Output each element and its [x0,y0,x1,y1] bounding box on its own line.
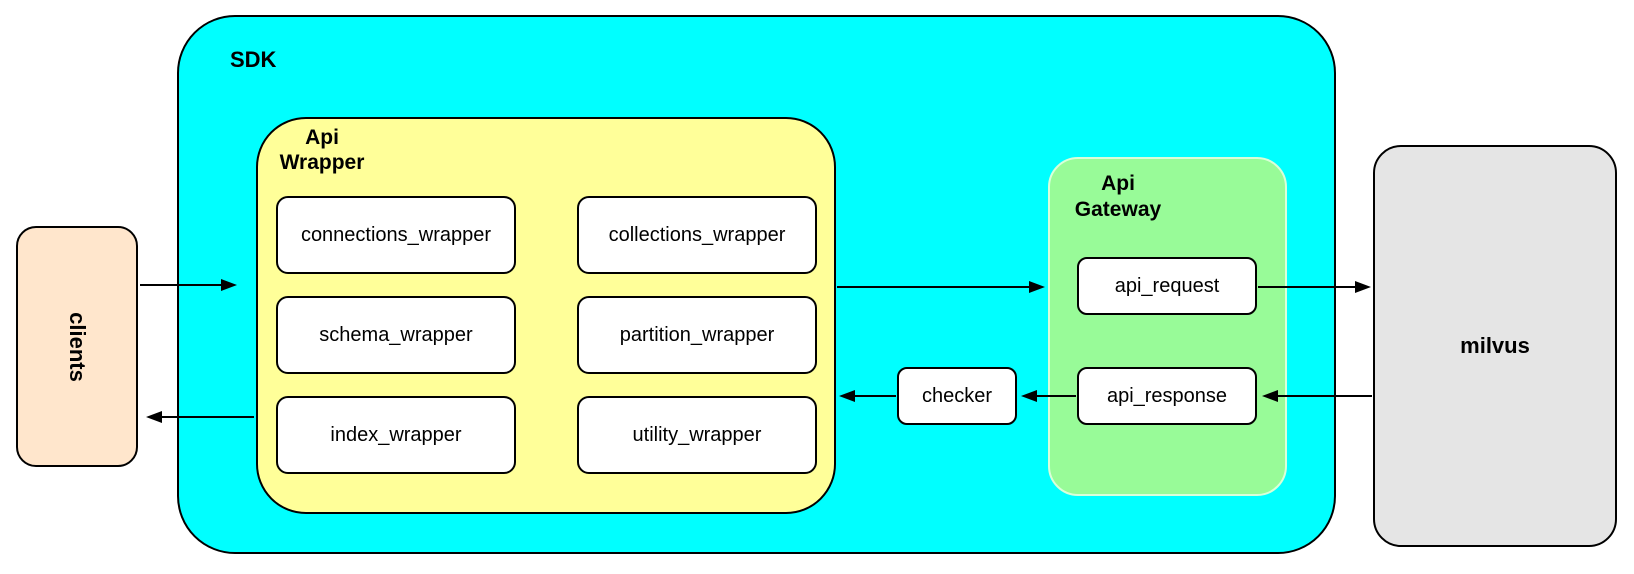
utility-wrapper-node: utility_wrapper [577,396,817,474]
checker-label: checker [921,384,993,407]
api-wrapper-label-line2: Wrapper [279,151,365,174]
milvus-label: milvus [1460,333,1530,358]
collections-wrapper-node: collections_wrapper [577,196,817,274]
clients-node: clients [16,226,138,467]
connections-wrapper-label: connections_wrapper [300,223,492,246]
api-gateway-label-line1: Api [1101,172,1135,195]
api-wrapper-container: Api Wrapper connections_wrapper collecti… [256,117,836,514]
index-wrapper-node: index_wrapper [276,396,516,474]
utility-wrapper-label: utility_wrapper [632,423,762,446]
sdk-container: SDK Api Wrapper connections_wrapper coll… [177,15,1336,554]
api-wrapper-label: Api Wrapper [266,125,378,175]
api-gateway-label: Api Gateway [1060,171,1176,223]
partition-wrapper-node: partition_wrapper [577,296,817,374]
connections-wrapper-node: connections_wrapper [276,196,516,274]
partition-wrapper-label: partition_wrapper [619,323,775,346]
schema-wrapper-label: schema_wrapper [319,323,473,346]
clients-label: clients [64,311,90,382]
sdk-label: SDK [230,47,277,72]
api-response-label: api_response [1106,384,1228,407]
api-request-node: api_request [1077,257,1257,315]
api-gateway-container: Api Gateway api_request api_response [1048,157,1287,496]
checker-node: checker [897,367,1017,425]
api-wrapper-label-line1: Api [305,126,339,149]
schema-wrapper-node: schema_wrapper [276,296,516,374]
collections-wrapper-label: collections_wrapper [608,223,786,246]
api-gateway-label-line2: Gateway [1074,198,1162,221]
api-request-label: api_request [1114,274,1220,297]
index-wrapper-label: index_wrapper [330,423,462,446]
api-response-node: api_response [1077,367,1257,425]
milvus-node: milvus [1373,145,1617,547]
